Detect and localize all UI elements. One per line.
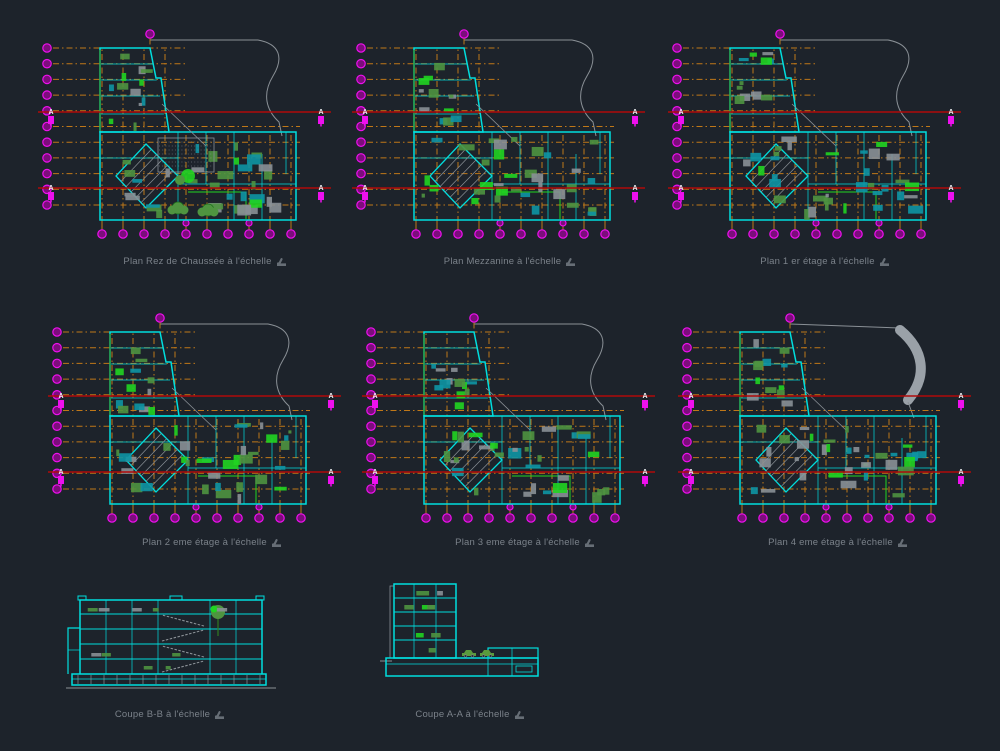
stamp-icon (566, 258, 576, 266)
svg-text:A: A (642, 469, 647, 476)
stamp-icon (584, 539, 594, 547)
label-text: Plan Mezzanine à l'échelle (443, 255, 562, 267)
drawing-plan-2eme-etage[interactable]: A A A A (48, 310, 348, 534)
svg-text:A: A (58, 393, 63, 400)
drawing-plan-4eme-etage[interactable]: A A A A (678, 310, 978, 534)
svg-text:A: A (958, 469, 963, 476)
label-coupe-bb: Coupe B-B à l'échelle (70, 708, 270, 720)
svg-text:A: A (318, 185, 323, 192)
svg-text:A: A (318, 109, 323, 116)
svg-text:A: A (372, 393, 377, 400)
svg-text:A: A (948, 185, 953, 192)
svg-text:A: A (328, 393, 333, 400)
svg-text:A: A (362, 109, 367, 116)
svg-text:A: A (688, 393, 693, 400)
label-plan-1er-etage: Plan 1 er étage à l'échelle (675, 255, 975, 267)
svg-text:A: A (678, 109, 683, 116)
label-plan-2eme-etage: Plan 2 eme étage à l'échelle (62, 536, 362, 548)
svg-text:A: A (48, 185, 53, 192)
svg-text:A: A (362, 185, 367, 192)
stamp-icon (514, 711, 524, 719)
label-plan-rez-de-chaussee: Plan Rez de Chaussée à l'échelle (55, 255, 355, 267)
label-text: Coupe B-B à l'échelle (114, 708, 211, 720)
drawing-plan-rez-de-chaussee[interactable]: A A A A (38, 26, 338, 250)
svg-text:A: A (958, 393, 963, 400)
label-text: Plan 3 eme étage à l'échelle (455, 536, 580, 548)
drawing-coupe-aa[interactable] (380, 578, 545, 690)
drawing-plan-mezzanine[interactable]: A A A A (352, 26, 652, 250)
svg-text:A: A (372, 469, 377, 476)
label-coupe-aa: Coupe A-A à l'échelle (370, 708, 570, 720)
stamp-icon (276, 258, 286, 266)
stamp-icon (215, 711, 225, 719)
label-text: Plan 1 er étage à l'échelle (760, 255, 875, 267)
svg-text:A: A (678, 185, 683, 192)
svg-text:A: A (48, 109, 53, 116)
label-plan-4eme-etage: Plan 4 eme étage à l'échelle (688, 536, 988, 548)
stamp-icon (879, 258, 889, 266)
svg-text:A: A (632, 109, 637, 116)
label-plan-3eme-etage: Plan 3 eme étage à l'échelle (375, 536, 675, 548)
svg-text:A: A (58, 469, 63, 476)
svg-text:A: A (328, 469, 333, 476)
svg-text:A: A (948, 109, 953, 116)
svg-text:A: A (688, 469, 693, 476)
stamp-icon (271, 539, 281, 547)
label-plan-mezzanine: Plan Mezzanine à l'échelle (360, 255, 660, 267)
label-text: Plan Rez de Chaussée à l'échelle (123, 255, 272, 267)
label-text: Plan 4 eme étage à l'échelle (768, 536, 893, 548)
drawing-plan-1er-etage[interactable]: A A A A (668, 26, 968, 250)
stamp-icon (897, 539, 907, 547)
drawing-plan-3eme-etage[interactable]: A A A A (362, 310, 662, 534)
svg-text:A: A (642, 393, 647, 400)
drawing-coupe-bb[interactable] (66, 590, 278, 698)
svg-text:A: A (632, 185, 637, 192)
label-text: Plan 2 eme étage à l'échelle (142, 536, 267, 548)
label-text: Coupe A-A à l'échelle (415, 708, 510, 720)
